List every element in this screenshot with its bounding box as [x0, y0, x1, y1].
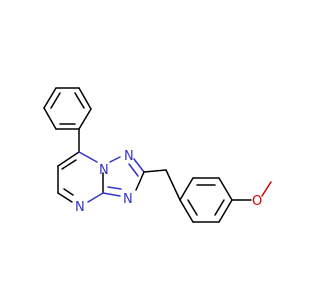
bond [57, 192, 73, 203]
phenyl-ring [43, 87, 92, 130]
bond [133, 158, 145, 173]
bond [218, 177, 233, 201]
bond [50, 92, 61, 109]
bond [43, 87, 57, 109]
bond [63, 188, 74, 196]
triazole-ring [102, 156, 145, 197]
bond [143, 169, 167, 173]
bond [107, 186, 122, 190]
bond [218, 199, 233, 223]
structure-diagram: N N N N O [43, 87, 272, 223]
bond [179, 177, 194, 201]
bond [78, 151, 98, 163]
bond [43, 107, 57, 130]
bond [61, 159, 77, 170]
molecule-canvas: N N N N O [43, 87, 272, 223]
bond [102, 192, 121, 197]
bond [109, 156, 121, 163]
bond [57, 151, 80, 167]
bond [187, 199, 198, 216]
bond [87, 192, 104, 203]
atom-label-n3: N [123, 192, 133, 207]
bond [135, 171, 145, 191]
atom-label-n4: N [75, 200, 85, 215]
pyrimidine-ring [57, 151, 104, 203]
atom-label-o1: O [252, 194, 262, 209]
bond [179, 199, 194, 223]
bond [128, 163, 139, 177]
bond [165, 169, 181, 201]
bond [214, 199, 225, 216]
bond [78, 108, 92, 130]
methoxyphenyl-ring [179, 177, 233, 223]
atom-label-n2: N [99, 163, 109, 178]
bond [74, 92, 85, 109]
atom-label-n1: N [124, 149, 134, 164]
bond [78, 87, 92, 110]
bond [261, 181, 272, 197]
